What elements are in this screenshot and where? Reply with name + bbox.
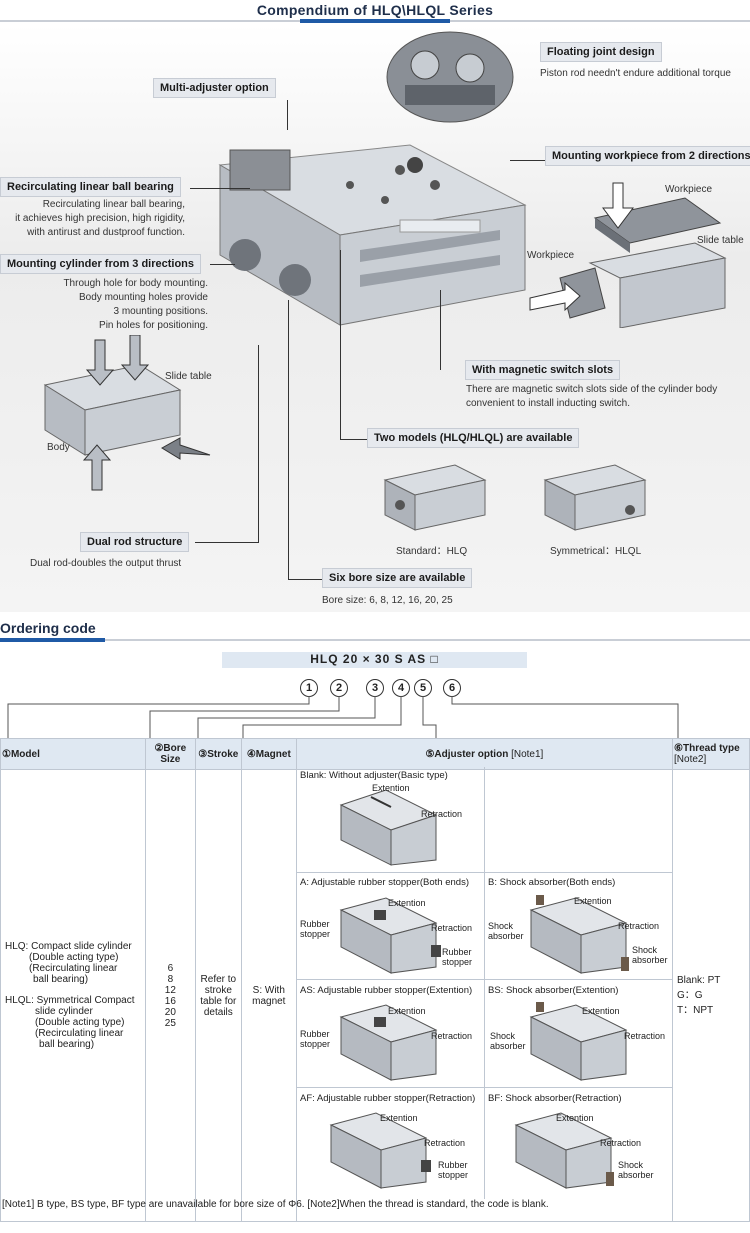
- bs-option-image: [529, 1002, 628, 1081]
- bore-cell: 6 8 12 16 20 25: [144, 769, 196, 1222]
- thread-cell: Blank: PT G：G T：NPT: [672, 769, 750, 1222]
- section-rule: [0, 639, 750, 641]
- standard-label: Standard：HLQ: [396, 546, 468, 557]
- option-bf: BF: Shock absorber(Retraction): [488, 1093, 622, 1104]
- af-option-image: [329, 1112, 431, 1189]
- magnetic-callout: With magnetic switch slots: [465, 360, 621, 380]
- floating-joint-zoom: [386, 31, 514, 123]
- code-number-2: 2: [330, 679, 348, 697]
- mounting-diagram: [43, 335, 211, 491]
- option-as: AS: Adjustable rubber stopper(Extention): [300, 985, 473, 996]
- leader-line: [195, 542, 258, 543]
- leader-line: [210, 264, 235, 265]
- bf-option-image: [514, 1112, 614, 1189]
- b-option-image: [529, 895, 629, 974]
- leader-line: [340, 439, 367, 440]
- floating-joint-desc: Piston rod needn't endure additional tor…: [540, 68, 731, 79]
- as-option-image: [339, 1004, 438, 1081]
- option-b: B: Shock absorber(Both ends): [488, 877, 616, 888]
- option-af: AF: Adjustable rubber stopper(Retraction…: [300, 1093, 476, 1104]
- six-bore-callout: Six bore size are available: [322, 568, 473, 588]
- option-blank: Blank: Without adjuster(Basic type): [300, 770, 448, 781]
- body-label: Body: [47, 442, 70, 453]
- symmetrical-label: Symmetrical：HLQL: [550, 546, 642, 557]
- header-magnet: ④Magnet: [240, 738, 297, 770]
- dual-rod-callout: Dual rod structure: [80, 532, 190, 552]
- leader-line: [510, 160, 545, 161]
- slide-table-label-left: Slide table: [165, 371, 212, 382]
- dual-rod-desc: Dual rod-doubles the output thrust: [30, 558, 182, 569]
- header-model: ①Model: [0, 738, 146, 770]
- two-models-callout: Two models (HLQ/HLQL) are available: [367, 428, 580, 448]
- code-number-6: 6: [443, 679, 461, 697]
- leader-line: [190, 188, 250, 189]
- code-connector-lines: [7, 696, 679, 738]
- code-bar: [222, 652, 527, 668]
- leader-line: [440, 290, 441, 370]
- mounting-cylinder-callout: Mounting cylinder from 3 directions: [0, 254, 202, 274]
- leader-line: [340, 250, 341, 440]
- mounting-workpiece-callout: Mounting workpiece from 2 directions: [545, 146, 750, 166]
- extention-label: Extention: [372, 783, 410, 793]
- symmetrical-model-image: [543, 464, 647, 531]
- footnote: [Note1] B type, BS type, BF type are una…: [2, 1199, 549, 1210]
- option-bs: BS: Shock absorber(Extention): [488, 985, 619, 996]
- blank-option-image: [339, 789, 438, 866]
- code-number-3: 3: [366, 679, 384, 697]
- ordering-code: HLQ 20 × 30 S AS □: [310, 652, 439, 666]
- workpiece-label-left: Workpiece: [527, 250, 575, 261]
- workpiece-label-top: Workpiece: [665, 184, 713, 195]
- title-accent: [300, 19, 450, 23]
- six-bore-desc: Bore size: 6, 8, 12, 16, 20, 25: [322, 595, 453, 606]
- workpiece-diagram: [529, 182, 727, 328]
- slide-cylinder-illustration: [218, 144, 527, 326]
- option-a: A: Adjustable rubber stopper(Both ends): [300, 877, 469, 888]
- leader-line: [288, 579, 322, 580]
- slide-table-label-right: Slide table: [697, 235, 744, 246]
- ordering-title: Ordering code: [0, 620, 96, 636]
- leader-line: [287, 100, 288, 130]
- recirculating-callout: Recirculating linear ball bearing: [0, 177, 181, 197]
- a-option-image: [339, 897, 441, 974]
- header-stroke: ③Stroke: [194, 738, 242, 770]
- section-accent: [0, 638, 105, 642]
- header-bore: ②Bore Size: [144, 738, 196, 770]
- leader-line: [258, 345, 259, 543]
- leader-line: [288, 300, 289, 580]
- standard-model-image: [383, 464, 487, 531]
- code-number-4: 4: [392, 679, 410, 697]
- floating-joint-callout: Floating joint design: [540, 42, 662, 62]
- model-cell: HLQ: Compact slide cylinder (Double acti…: [0, 769, 146, 1222]
- header-adjuster: ⑤Adjuster option [Note1]: [295, 738, 674, 770]
- stroke-cell: Refer to stroke table for details: [194, 769, 242, 1222]
- multi-adjuster-callout: Multi-adjuster option: [153, 78, 276, 98]
- magnet-cell: S: With magnet: [240, 769, 297, 1222]
- header-thread: ⑥Thread type [Note2]: [672, 738, 750, 770]
- mounting-cylinder-desc: Through hole for body mounting. Body mou…: [63, 278, 208, 331]
- code-number-5: 5: [414, 679, 432, 697]
- adjuster-grid: Blank: Without adjuster(Basic type) A: A…: [296, 767, 673, 1219]
- page-title: Compendium of HLQ\HLQL Series: [256, 2, 494, 18]
- retraction-label: Retraction: [421, 809, 463, 819]
- magnetic-desc: There are magnetic switch slots side of …: [466, 384, 718, 409]
- recirculating-desc: Recirculating linear ball bearing, it ac…: [15, 199, 185, 238]
- code-number-1: 1: [300, 679, 318, 697]
